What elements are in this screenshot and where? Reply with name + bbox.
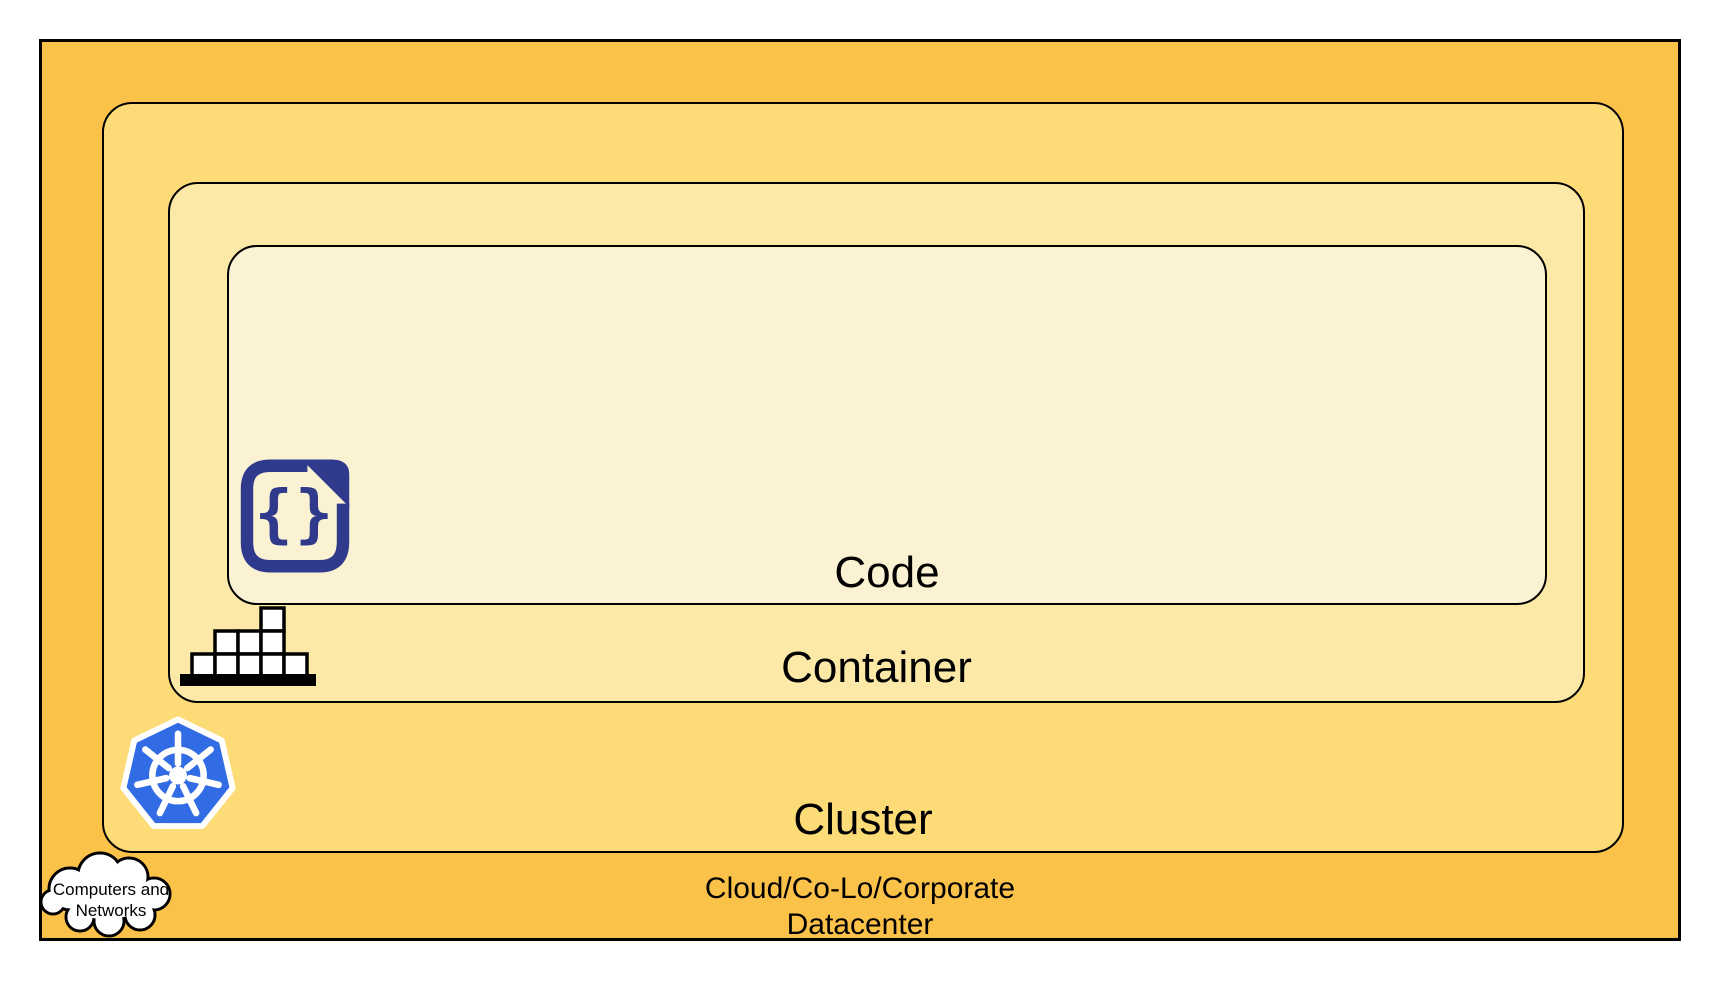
cloud-text-line2: Networks: [76, 901, 147, 920]
datacenter-label: Cloud/Co-Lo/Corporate Datacenter: [42, 871, 1678, 943]
helm-wheel: [134, 730, 222, 817]
layer-datacenter: Code Container Cluster Cloud/Co-Lo/Corpo…: [39, 39, 1681, 941]
cloud-text-line1: Computers and: [53, 880, 169, 899]
block-stack: [190, 606, 309, 679]
container-blocks-icon: [180, 606, 316, 686]
kubernetes-icon: [120, 716, 236, 830]
file-fold-corner: [301, 459, 350, 507]
cluster-label: Cluster: [793, 795, 933, 844]
wheel-hub: [169, 766, 187, 785]
container-label: Container: [781, 643, 972, 692]
computers-networks-cloud-icon: Computers and Networks: [39, 851, 172, 938]
layer-cluster: Code Container Cluster: [102, 102, 1624, 853]
braces-glyph: {}: [255, 476, 336, 550]
layer-code: Code: [227, 245, 1547, 605]
datacenter-label-line1: Cloud/Co-Lo/Corporate: [704, 872, 1016, 905]
datacenter-label-line2: Datacenter: [786, 908, 934, 941]
cloud-body: [42, 854, 169, 935]
code-label: Code: [834, 548, 940, 597]
block-base-bar: [180, 674, 316, 686]
code-file-icon: {}: [240, 459, 350, 573]
file-outline: [240, 459, 350, 573]
layer-container: Code Container: [168, 182, 1585, 703]
